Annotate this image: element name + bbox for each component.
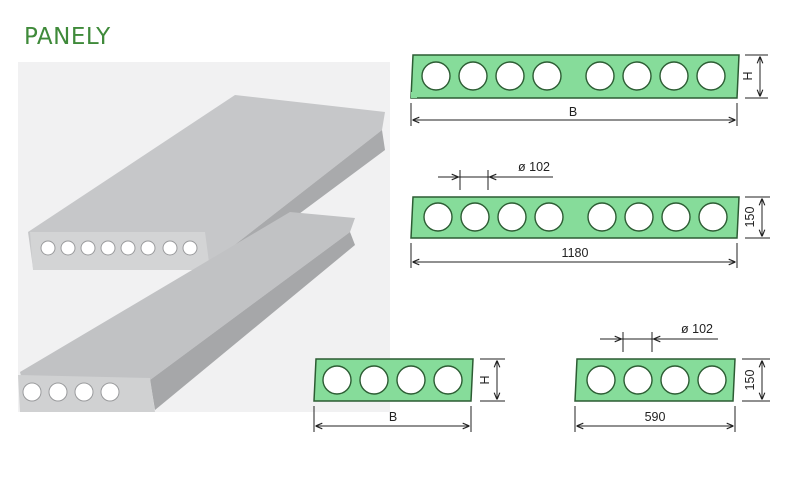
diameter-label: ø 102 [681,322,713,336]
section-wide-specific: ø 102 150 1180 [410,160,770,268]
section-narrow-specific: ø 102 150 590 [574,322,770,432]
width-label: B [389,410,397,424]
section-wide-generic: H B [410,54,768,126]
height-label: 150 [743,370,757,391]
width-label: B [569,105,577,119]
page-title: PANELY [24,24,111,50]
hollow-core-slab-illustration [18,62,390,412]
height-label: H [741,71,755,80]
section-narrow-generic: H B [313,358,505,432]
lower-slab [18,212,355,412]
diameter-label: ø 102 [518,160,550,174]
height-label: 150 [743,207,757,228]
width-label: 1180 [562,246,589,260]
height-label: H [478,375,492,384]
width-label: 590 [645,410,666,424]
